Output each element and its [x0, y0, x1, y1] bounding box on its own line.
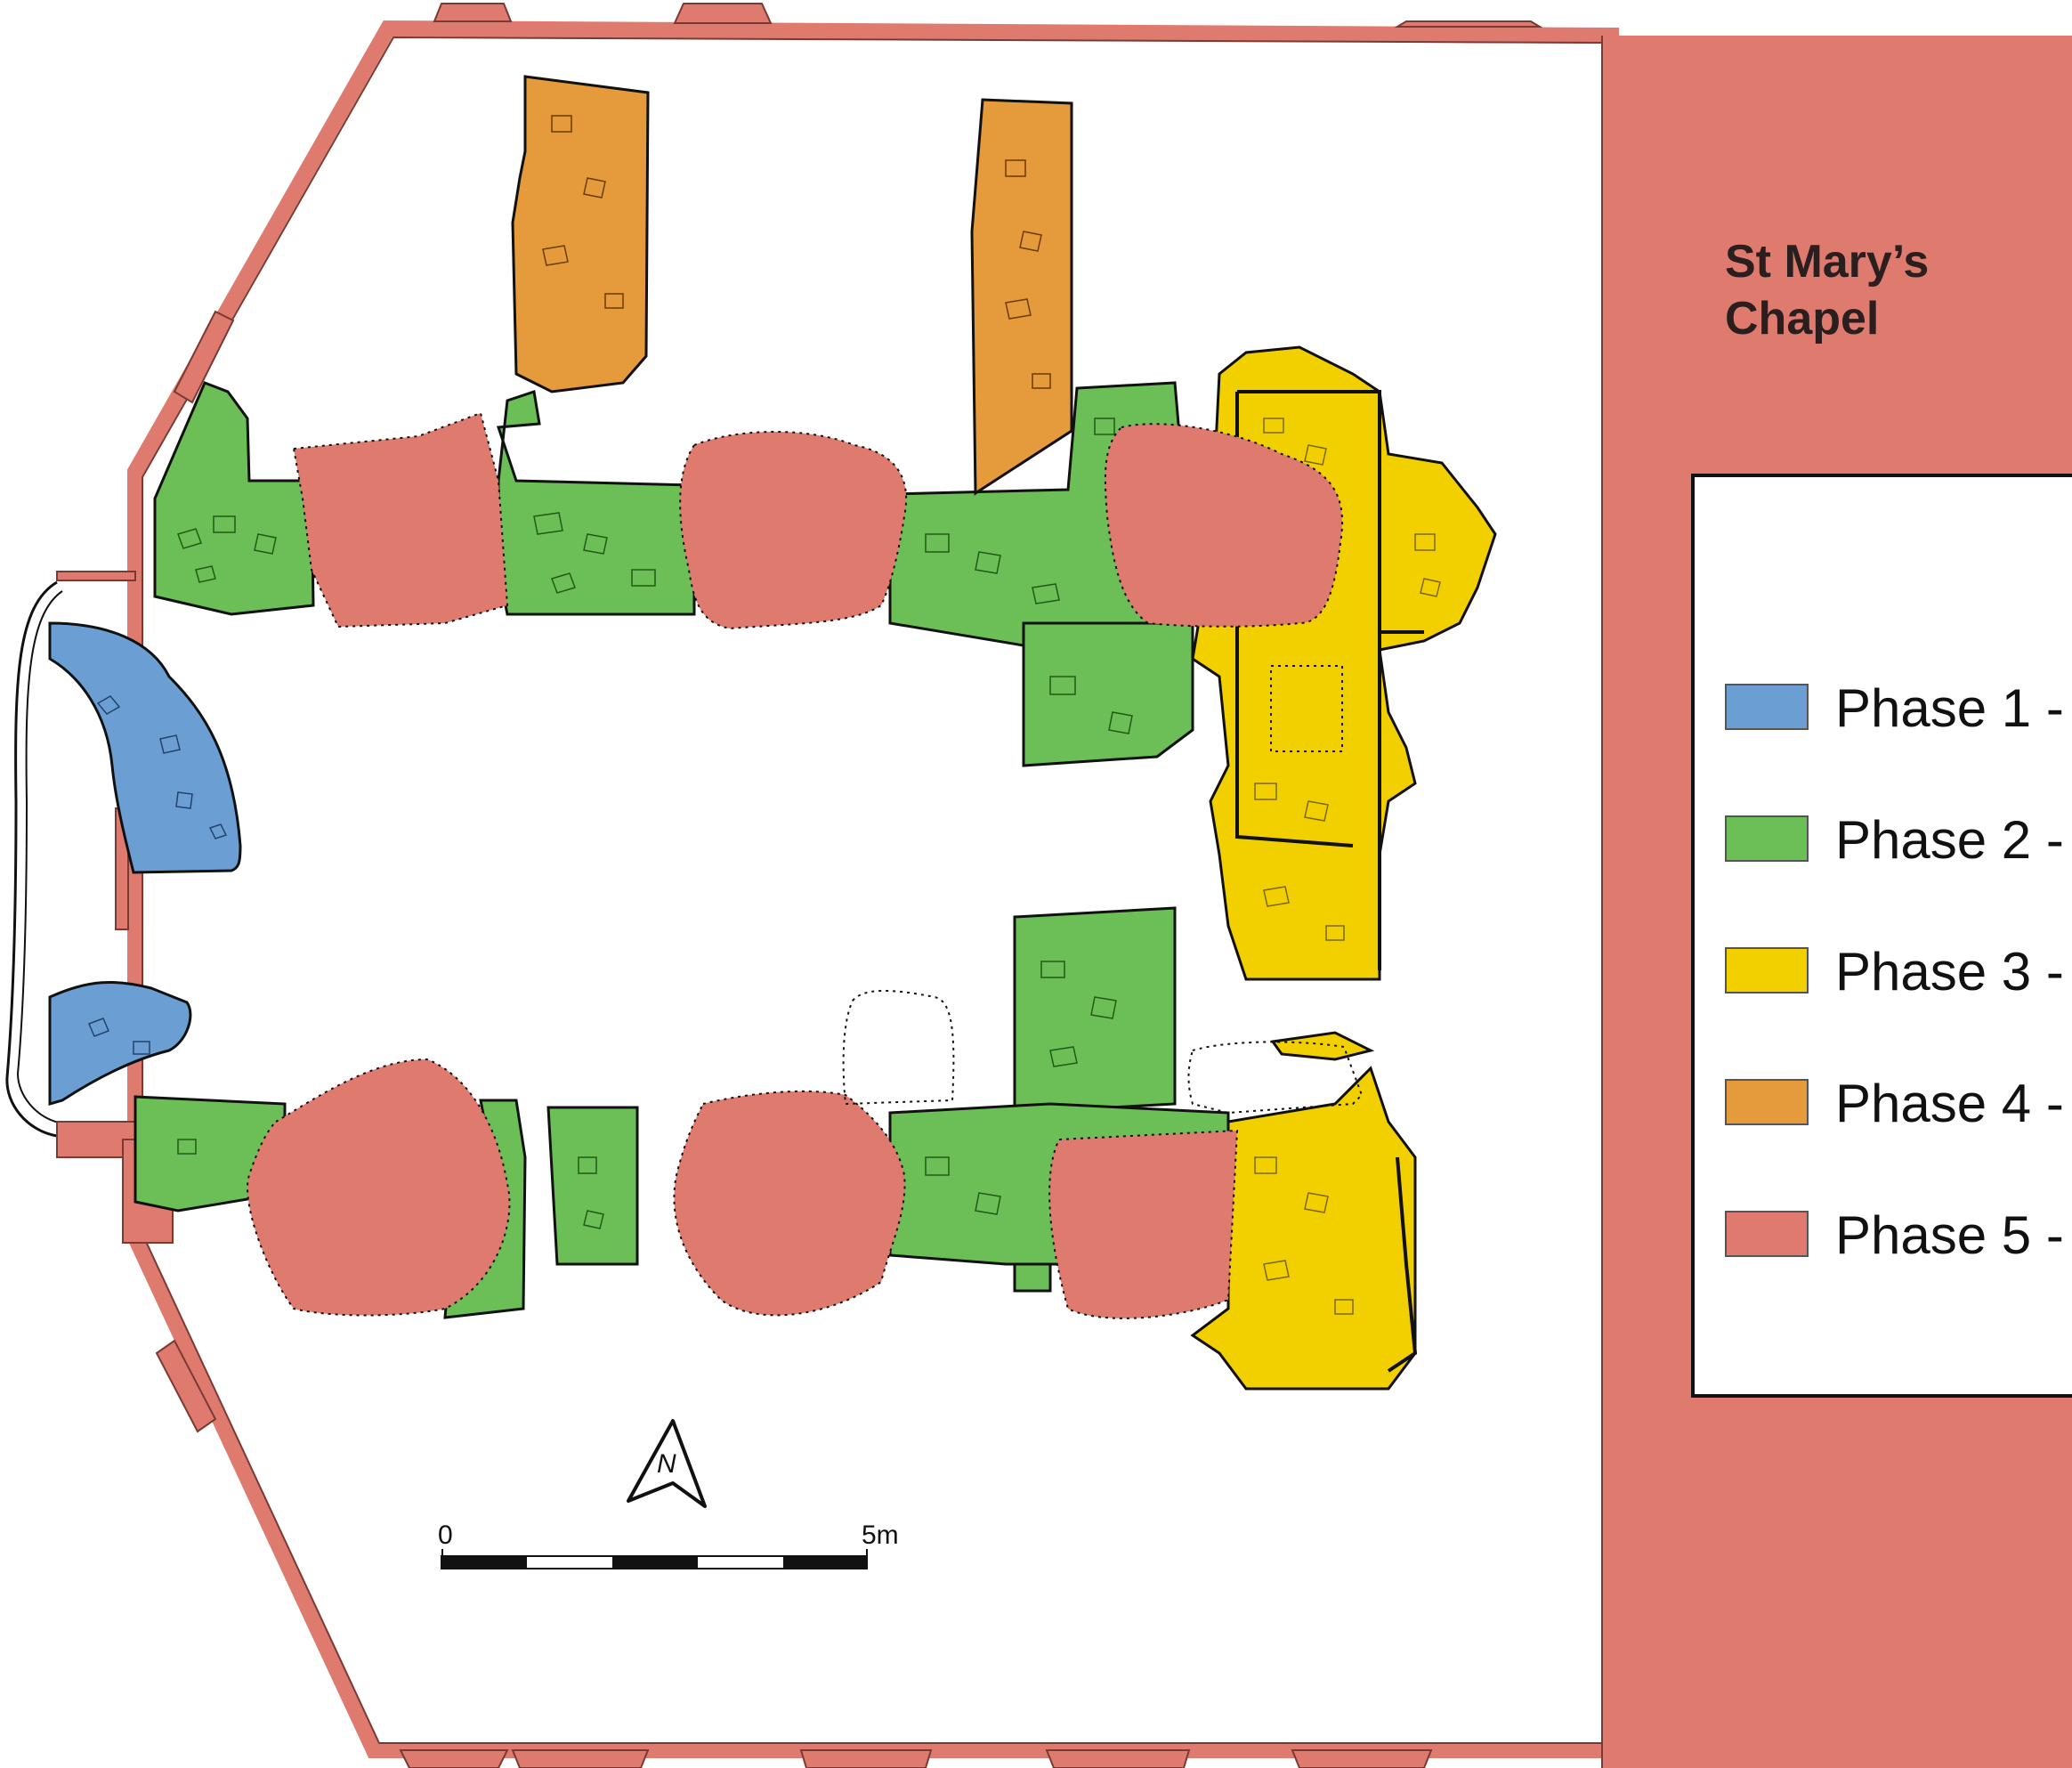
west-porch-outline	[5, 580, 58, 1138]
legend-item-phase-3: Phase 3 -	[1725, 942, 2072, 1002]
legend-swatch-phase-4	[1725, 1079, 1809, 1125]
phase-5-features	[247, 411, 1344, 1319]
perimeter-wall-outline	[142, 36, 1603, 1744]
chapel-label: St Mary’s Chapel	[1725, 233, 2045, 347]
scale-bar-segment-3	[612, 1556, 698, 1569]
legend-label-phase-3: Phase 3 -	[1835, 942, 2064, 1002]
legend-swatch-phase-3	[1725, 947, 1809, 993]
legend-swatch-phase-1	[1725, 684, 1809, 730]
phase-legend: Phase 1 - Phase 2 - Phase 3 - Phase 4 - …	[1691, 474, 2072, 1398]
perimeter-wall	[127, 20, 1619, 1758]
legend-label-phase-4: Phase 4 -	[1835, 1074, 2064, 1133]
top-buttresses	[433, 3, 1543, 28]
scale-bar-segment-1	[441, 1556, 527, 1569]
phase-1-features	[48, 621, 242, 1106]
chapel-label-line-1: St Mary’s	[1725, 236, 1930, 288]
phase-3-stones	[1254, 418, 1441, 1315]
legend-label-phase-5: Phase 5 -	[1835, 1205, 2064, 1265]
legend-swatch-phase-5	[1725, 1211, 1809, 1257]
scale-bar-end-label: 5m	[862, 1521, 899, 1550]
phase-4-stones	[542, 115, 1051, 389]
bottom-buttresses	[399, 1749, 1433, 1768]
legend-item-phase-2: Phase 2 -	[1725, 810, 2072, 870]
scale-bar	[441, 1549, 868, 1569]
north-arrow-label: N	[657, 1449, 676, 1479]
legend-item-phase-1: Phase 1 -	[1725, 678, 2072, 738]
scale-bar-start-label: 0	[438, 1521, 453, 1550]
phase-4-features	[511, 75, 1073, 496]
north-arrow	[627, 1419, 707, 1508]
legend-item-phase-4: Phase 4 -	[1725, 1074, 2072, 1133]
scale-bar-segment-5	[783, 1556, 867, 1569]
phase-1-stones	[88, 695, 228, 1055]
phase-3-walls	[1235, 390, 1424, 1373]
legend-label-phase-1: Phase 1 -	[1835, 678, 2064, 738]
legend-swatch-phase-2	[1725, 815, 1809, 862]
legend-label-phase-2: Phase 2 -	[1835, 810, 2064, 870]
west-porch-inner-outline	[16, 590, 63, 1124]
dotted-outlines	[842, 990, 1364, 1115]
legend-item-phase-5: Phase 5 -	[1725, 1205, 2072, 1265]
west-entrance-wall	[56, 571, 136, 581]
chapel-label-line-2: Chapel	[1725, 293, 1880, 345]
phase-3-dotted-square	[1270, 665, 1343, 752]
north-arrow-icon	[627, 1419, 707, 1508]
